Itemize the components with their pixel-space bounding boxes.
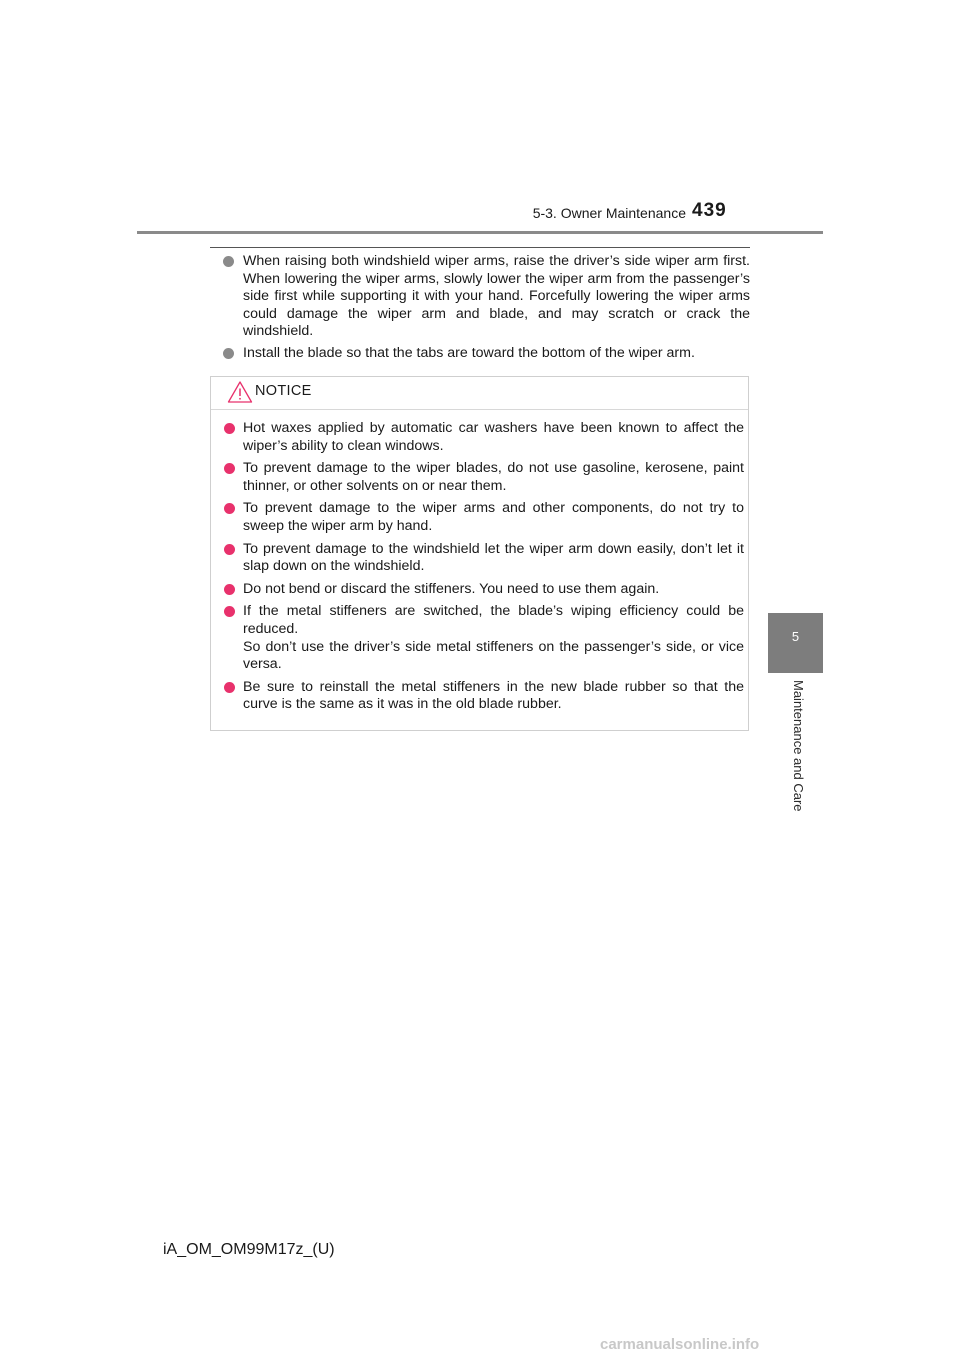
- list-item-text-continued: So don’t use the driver’s side metal sti…: [243, 638, 744, 673]
- list-item: To prevent damage to the windshield let …: [221, 541, 744, 576]
- bullet-dot-icon: [224, 606, 235, 618]
- header-divider: [137, 231, 823, 234]
- bullet-dot-icon: [224, 543, 235, 555]
- notice-header: NOTICE: [211, 377, 748, 410]
- list-item-text: Do not bend or discard the stiffeners. Y…: [243, 580, 660, 597]
- notice-title: NOTICE: [255, 383, 312, 399]
- list-item: To prevent damage to the wiper arms and …: [221, 500, 744, 535]
- list-item-text: To prevent damage to the wiper blades, d…: [243, 460, 744, 494]
- list-item-text: Install the blade so that the tabs are t…: [243, 344, 695, 361]
- document-code: iA_OM_OM99M17z_(U): [163, 1241, 335, 1258]
- list-item: Install the blade so that the tabs are t…: [221, 345, 750, 363]
- list-item-text: Be sure to reinstall the metal stiffener…: [243, 678, 744, 713]
- chapter-tab-title: Maintenance and Care: [791, 680, 806, 812]
- bullet-dot-icon: [223, 347, 234, 359]
- chapter-tab-number: 5: [791, 629, 800, 644]
- list-item-text: To prevent damage to the windshield let …: [243, 540, 744, 575]
- warning-triangle-icon: [227, 381, 253, 403]
- bullet-dot-icon: [224, 503, 235, 515]
- list-item: Do not bend or discard the stiffeners. Y…: [221, 581, 744, 599]
- list-item-text: If the metal stiffeners are switched, th…: [243, 603, 744, 637]
- bullet-dot-icon: [223, 256, 234, 267]
- list-item: Hot waxes applied by automatic car washe…: [221, 420, 744, 455]
- list-item-text: To prevent damage to the wiper arms and …: [243, 500, 744, 534]
- bullet-dot-icon: [224, 463, 235, 475]
- chapter-tab: 5: [768, 613, 823, 673]
- notice-box: NOTICE Hot waxes applied by automatic ca…: [210, 376, 749, 731]
- content-divider: [210, 247, 750, 248]
- list-item: To prevent damage to the wiper blades, d…: [221, 460, 744, 495]
- bullet-dot-icon: [224, 423, 235, 434]
- notice-list: Hot waxes applied by automatic car washe…: [221, 420, 744, 719]
- list-item-text: When raising both windshield wiper arms,…: [243, 253, 750, 340]
- list-item: When raising both windshield wiper arms,…: [221, 253, 750, 341]
- header-section-title: 5-3. Owner Maintenance: [532, 205, 686, 221]
- bullet-dot-icon: [224, 681, 235, 693]
- list-item: If the metal stiffeners are switched, th…: [221, 603, 744, 673]
- info-bullet-list: When raising both windshield wiper arms,…: [221, 253, 750, 367]
- watermark: carmanualsonline.info: [600, 1336, 760, 1353]
- list-item: Be sure to reinstall the metal stiffener…: [221, 679, 744, 714]
- list-item-text: Hot waxes applied by automatic car washe…: [243, 420, 744, 454]
- bullet-dot-icon: [224, 583, 235, 595]
- page-number: 439: [692, 200, 727, 221]
